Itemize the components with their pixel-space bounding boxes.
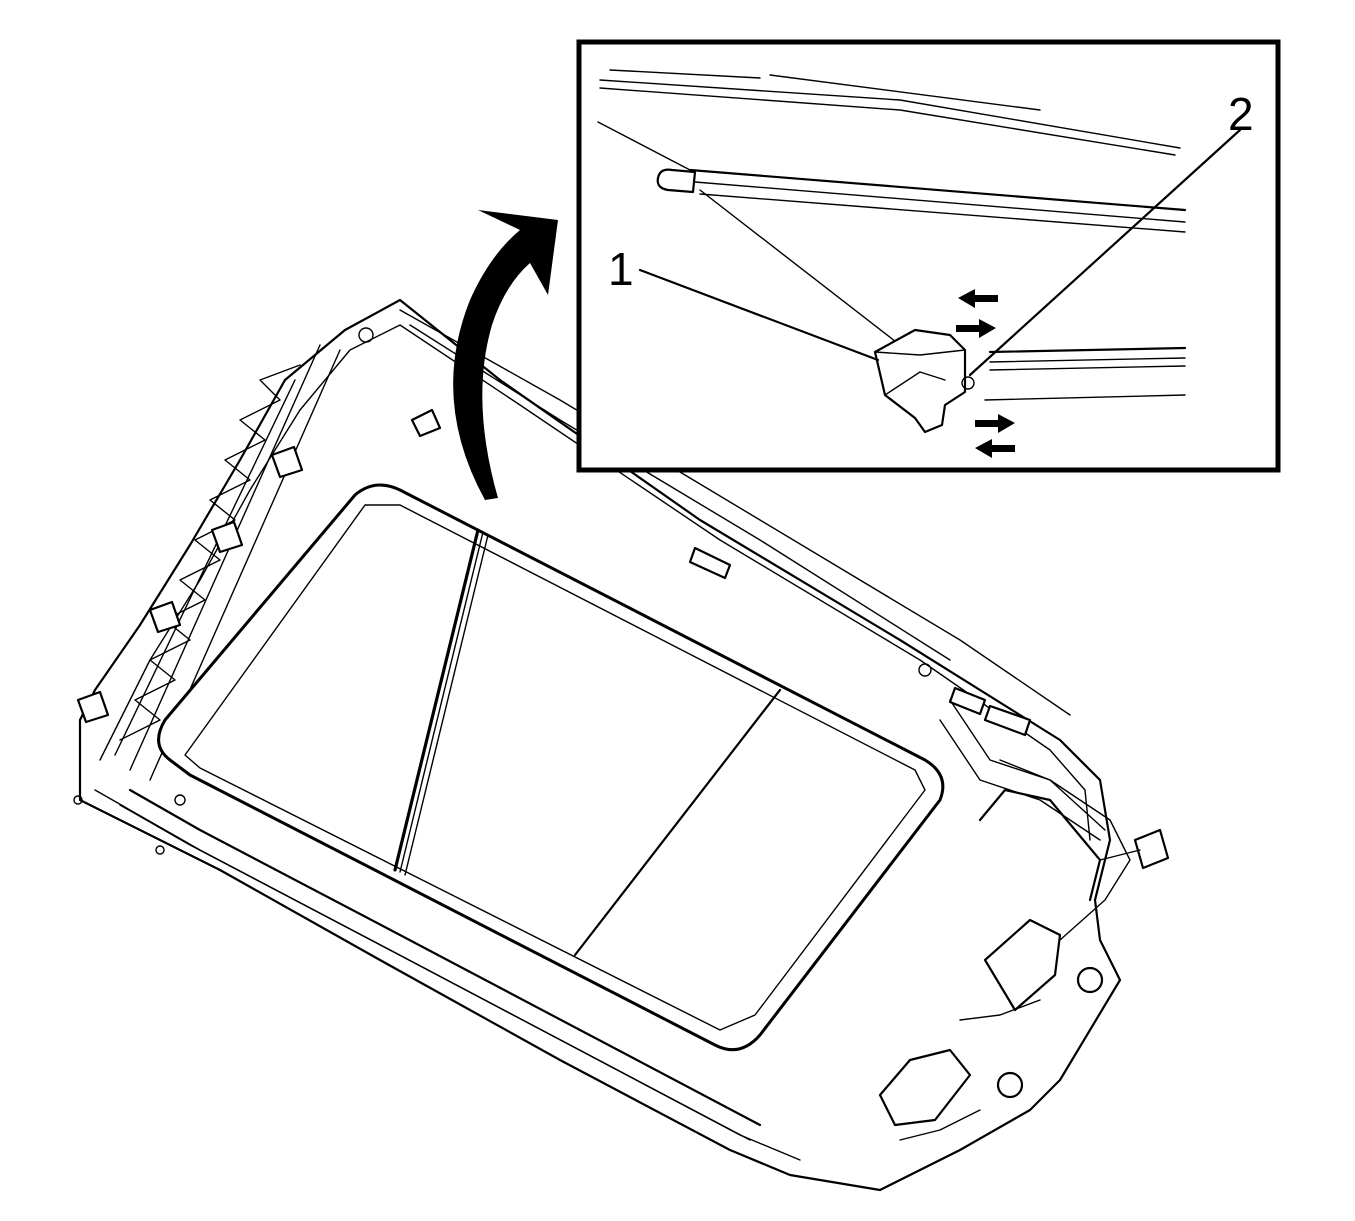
detail-inset: 1 2 <box>576 39 1281 473</box>
callout-2: 2 <box>1228 88 1254 140</box>
sunroof-glass <box>157 483 945 1052</box>
direction-arrows-upper <box>956 289 998 338</box>
arrow-right-icon <box>975 414 1015 433</box>
zoom-arrow-icon <box>453 210 558 500</box>
arrow-left-icon <box>975 439 1015 458</box>
arrow-right-icon <box>956 319 996 338</box>
direction-arrows-lower <box>975 414 1015 458</box>
leader-line-1 <box>638 268 880 362</box>
leader-line-2 <box>968 128 1242 377</box>
arrow-left-icon <box>958 289 998 308</box>
callout-1: 1 <box>608 243 634 295</box>
